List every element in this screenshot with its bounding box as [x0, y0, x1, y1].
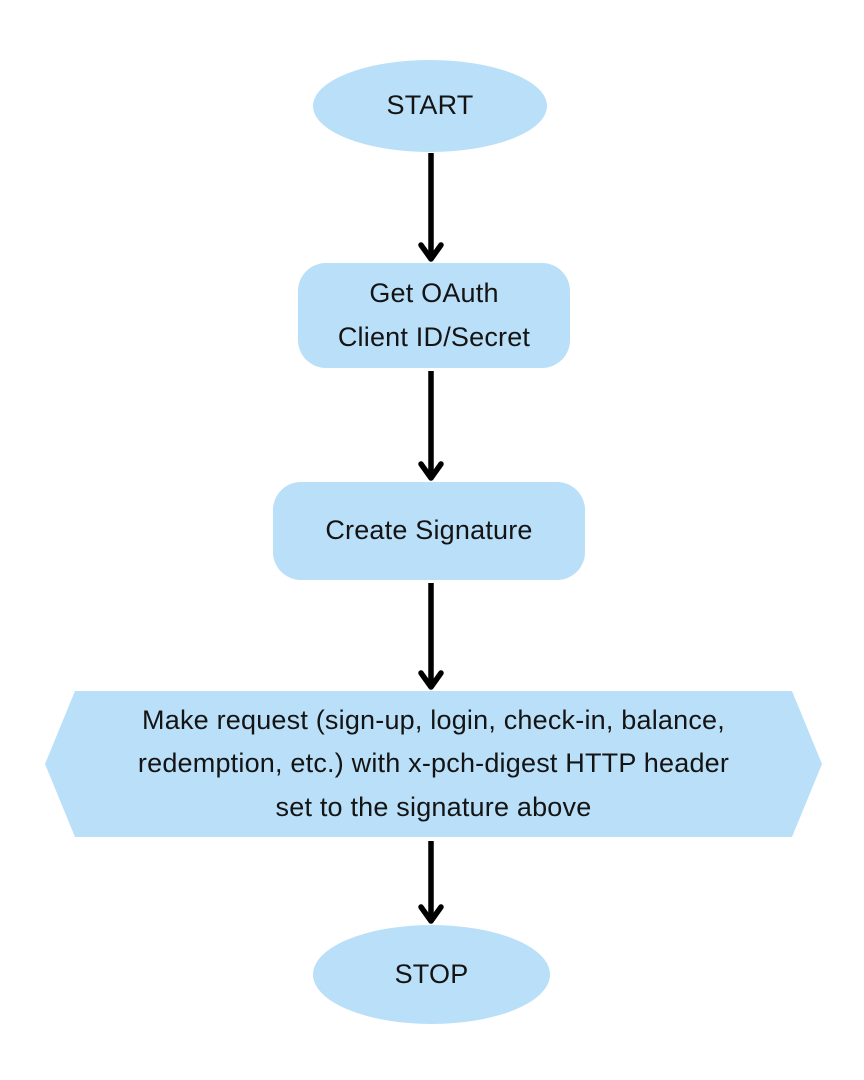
- arrow-oauth-to-create: [418, 371, 444, 481]
- arrow-request-to-stop: [418, 841, 444, 924]
- stop-node-label: STOP: [394, 958, 469, 989]
- arrow-create-to-request: [418, 583, 444, 690]
- get-oauth-client-node-label: Get OAuth Client ID/Secret: [337, 278, 531, 352]
- create-signature-node: Create Signature: [273, 482, 585, 580]
- make-request-node: Make request (sign-up, login, check-in, …: [45, 691, 822, 837]
- arrow-start-to-oauth: [418, 153, 444, 262]
- start-node-label: START: [386, 90, 474, 121]
- make-request-node-label: Make request (sign-up, login, check-in, …: [137, 705, 730, 822]
- stop-node: STOP: [313, 925, 550, 1024]
- start-node: START: [313, 60, 547, 152]
- get-oauth-client-node: Get OAuth Client ID/Secret: [298, 263, 570, 368]
- create-signature-node-label: Create Signature: [325, 515, 533, 546]
